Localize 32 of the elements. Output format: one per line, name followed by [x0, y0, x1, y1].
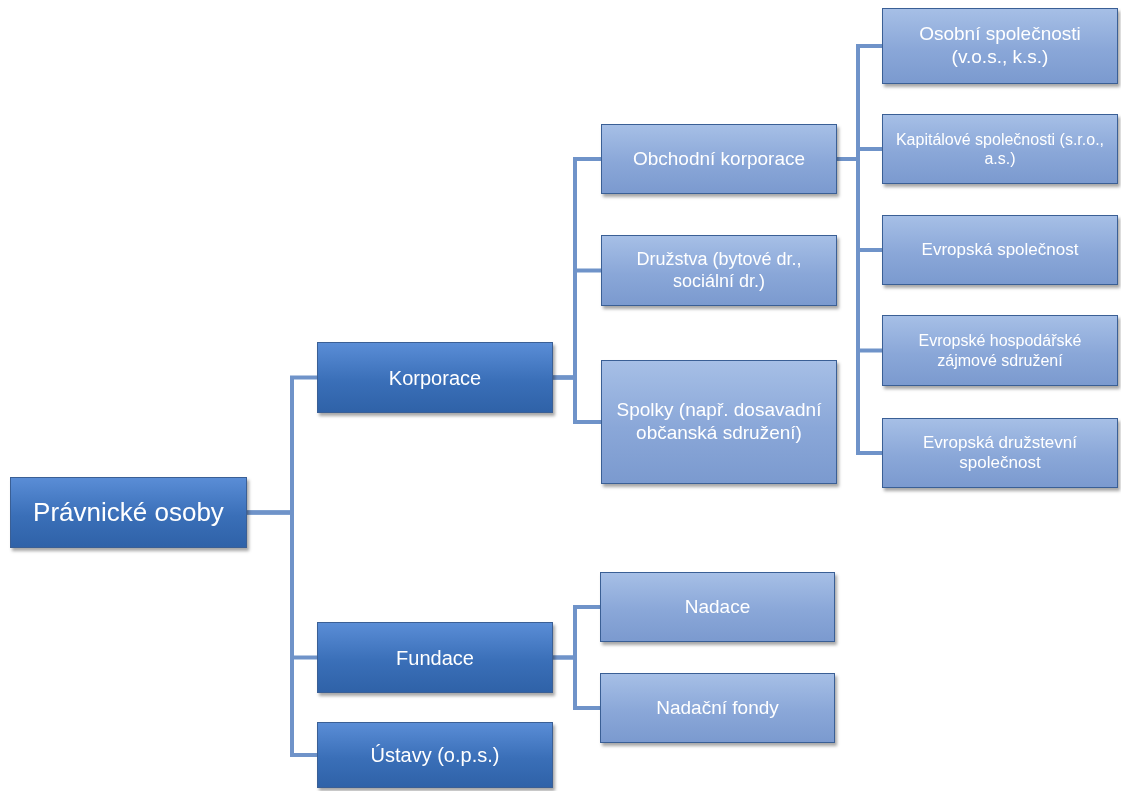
node-label: Obchodní korporace	[632, 147, 806, 171]
node-label: Ústavy (o.p.s.)	[370, 743, 500, 767]
category-box	[882, 114, 1118, 184]
node-label: Korporace	[388, 365, 482, 390]
category-box	[601, 360, 837, 484]
category-box	[601, 124, 837, 194]
node-label: Nadace	[684, 595, 751, 619]
category-box	[317, 722, 553, 788]
node-label: Fundace	[396, 645, 474, 670]
node-label: Kapitálové společnosti (s.r.o., a.s.)	[894, 129, 1106, 169]
connector-line	[553, 655, 600, 710]
category-box	[601, 235, 837, 306]
connector-line	[553, 375, 601, 424]
node-label: Družstva (bytové dr., sociální dr.)	[635, 248, 803, 293]
connector-line	[247, 510, 317, 757]
node-label: Právnické osoby	[33, 496, 224, 529]
category-box	[317, 342, 553, 413]
category-box	[600, 673, 835, 743]
category-box	[10, 477, 247, 548]
node-label: Evropská společnost	[921, 239, 1079, 261]
node-label: Nadační fondy	[656, 696, 779, 720]
category-box	[317, 622, 553, 693]
category-box	[600, 572, 835, 642]
category-box	[882, 315, 1118, 386]
connector-line	[837, 157, 882, 455]
node-label: Spolky (např. dosavadní občanská sdružení)	[615, 399, 823, 445]
node-label: Evropské hospodářské zájmové sdružení	[917, 331, 1083, 370]
category-box	[882, 418, 1118, 488]
category-box	[882, 8, 1118, 84]
node-label: Evropská družstevní společnost	[922, 432, 1078, 474]
category-box	[882, 215, 1118, 285]
node-label: Osobní společnosti (v.o.s., k.s.)	[918, 23, 1082, 69]
